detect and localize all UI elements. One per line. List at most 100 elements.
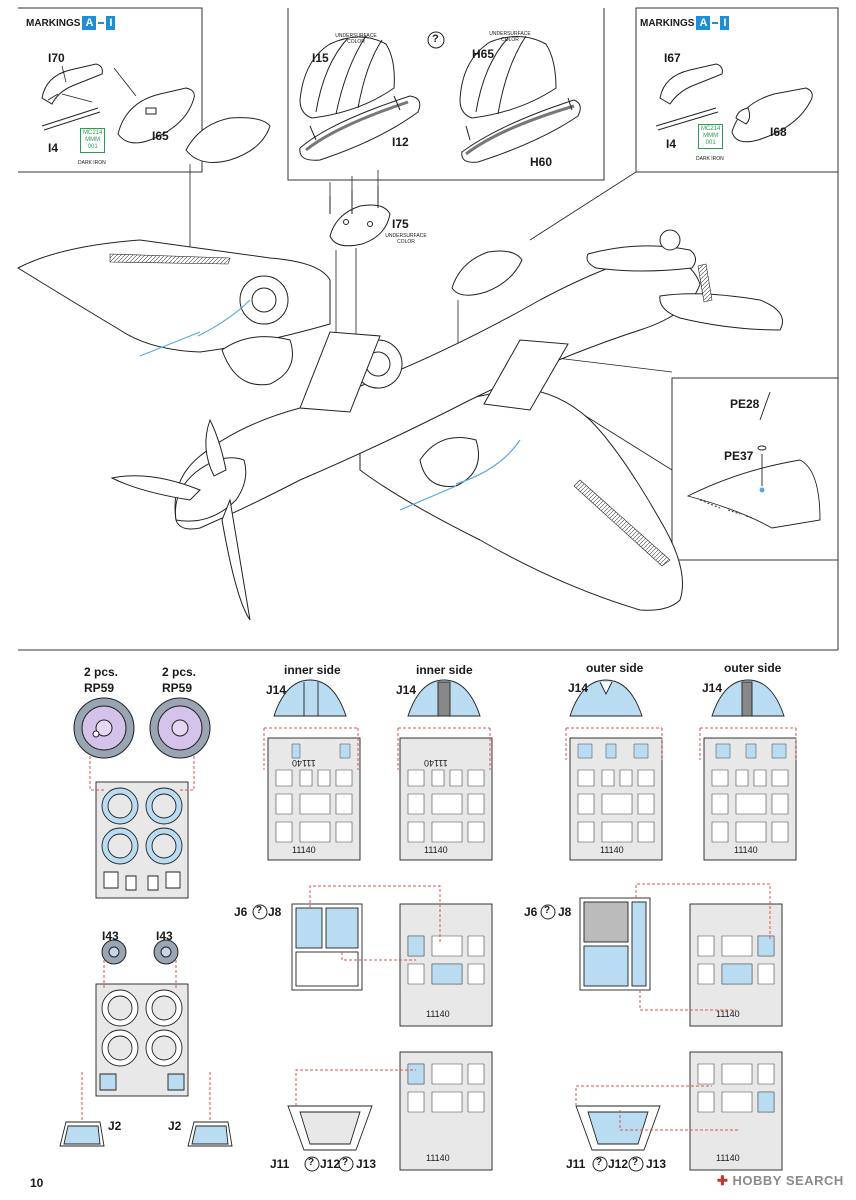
aircraft-drawing (16, 117, 783, 621)
label-j13-left: J13 (356, 1157, 377, 1171)
label-j14-3: J14 (568, 681, 589, 695)
markings-dash (712, 22, 719, 24)
label-rp59-1: RP59 (84, 681, 115, 695)
question-mark: ? (432, 33, 439, 45)
part-pe37: PE37 (724, 449, 754, 463)
sheet-code-9: 11140 (292, 845, 316, 855)
page-number: 10 (30, 1176, 44, 1190)
part-h65: H65 (472, 47, 495, 61)
pe-detail (686, 391, 821, 529)
mask-blue-highlights (291, 743, 787, 1113)
left-inset-art (41, 63, 195, 144)
label-j2-1: J2 (108, 1119, 122, 1133)
j14-canopies (273, 679, 785, 717)
j2-masks (59, 1121, 233, 1147)
markings-badge-left: MARKINGS A I (26, 16, 116, 30)
paint-brand: MMM (703, 132, 719, 139)
center-inset-art (299, 31, 581, 163)
qm-j12-left: ? (342, 1157, 349, 1168)
paint-code: MC214 (83, 130, 103, 136)
paint-brand: MMM (85, 136, 101, 143)
label-i43-1: I43 (102, 929, 119, 943)
paint-name-right: DARK IRON (696, 156, 724, 162)
j6-j8-masks (291, 897, 651, 991)
red-leader-lines (81, 727, 797, 1131)
paint-name-left: DARK IRON (78, 160, 106, 166)
paint-code: MC214 (701, 126, 721, 132)
qm-j12-right: ? (632, 1157, 639, 1168)
label-j13-right: J13 (646, 1157, 667, 1171)
label-j8-left: J8 (268, 905, 282, 919)
wing-hatching (109, 253, 713, 567)
label-i43-2: I43 (156, 929, 173, 943)
sheet-code-4: 11140 (734, 845, 758, 855)
sheet-code-5: 11140 (426, 1009, 450, 1019)
j11-windscreens (287, 1105, 661, 1151)
label-inner-1: inner side (284, 663, 341, 677)
wheel-rp59-2 (149, 697, 211, 759)
markings-to: I (720, 16, 730, 30)
watermark: ✚ HOBBY SEARCH (717, 1173, 844, 1189)
markings-to: I (106, 16, 116, 30)
label-inner-2: inner side (416, 663, 473, 677)
label-pcs-2: 2 pcs. (162, 665, 197, 679)
wheel-i43 (101, 939, 179, 965)
qm-j6-right: ? (544, 905, 551, 916)
part-i67: I67 (664, 51, 681, 65)
markings-badge-right: MARKINGS A I (640, 16, 730, 30)
i43-mask-sheet (95, 983, 189, 1097)
label-j6-left: J6 (234, 905, 248, 919)
watermark-mark: ✚ (717, 1173, 729, 1188)
question-circles (252, 904, 644, 1172)
part-i65: I65 (152, 129, 169, 143)
part-pe28: PE28 (730, 397, 760, 411)
label-j6-right: J6 (524, 905, 538, 919)
left-inset-arrows (61, 65, 137, 103)
markings-dash (98, 22, 105, 24)
paint-num: 001 (87, 143, 98, 150)
markings-label: MARKINGS (640, 17, 695, 29)
label-j12-left: J12 (320, 1157, 341, 1171)
part-i4-left: I4 (48, 141, 59, 155)
label-j14-1: J14 (266, 683, 287, 697)
paint-box-right: MC214 MMM 001 (698, 124, 724, 149)
note-underside-2: UNDERSURFACE COLOR (489, 31, 531, 43)
markings-from: A (696, 16, 711, 30)
paint-box-left: MC214 MMM 001 (80, 128, 106, 153)
markings-label: MARKINGS (26, 17, 81, 29)
note-underside-1: UNDERSURFACE COLOR (335, 33, 377, 45)
frame-left-inset (18, 7, 203, 173)
sheet-code-10: 11140 (424, 845, 448, 855)
frame-center-inset (287, 8, 605, 181)
sheet-code-3: 11140 (600, 845, 624, 855)
label-pcs-1: 2 pcs. (84, 665, 119, 679)
wheel-mask-sheet (95, 781, 189, 899)
part-i70: I70 (48, 51, 65, 65)
sheet-code-1: 11140 (292, 758, 316, 768)
label-j12-right: J12 (608, 1157, 629, 1171)
frames (18, 7, 839, 651)
qm-j11-right: ? (596, 1157, 603, 1168)
wheel-rp59-1 (73, 697, 135, 759)
part-i12: I12 (392, 135, 409, 149)
part-i15: I15 (312, 51, 329, 65)
sheet-code-7: 11140 (426, 1153, 450, 1163)
sheet-code-6: 11140 (716, 1009, 740, 1019)
sheet-code-2: 11140 (424, 758, 448, 768)
cannon-lines (139, 299, 521, 511)
paint-num: 001 (705, 139, 716, 146)
part-h60: H60 (530, 155, 553, 169)
label-outer-1: outer side (586, 661, 644, 675)
qm-j6-left: ? (256, 905, 263, 916)
label-j14-4: J14 (702, 681, 723, 695)
right-inset-art (655, 63, 813, 143)
part-i75: I75 (392, 217, 409, 231)
label-j8-right: J8 (558, 905, 572, 919)
part-i68: I68 (770, 125, 787, 139)
base-plate (329, 186, 391, 247)
qm-j11-left: ? (308, 1157, 315, 1168)
label-rp59-2: RP59 (162, 681, 193, 695)
markings-from: A (82, 16, 97, 30)
watermark-brand: HOBBY SEARCH (732, 1173, 844, 1188)
